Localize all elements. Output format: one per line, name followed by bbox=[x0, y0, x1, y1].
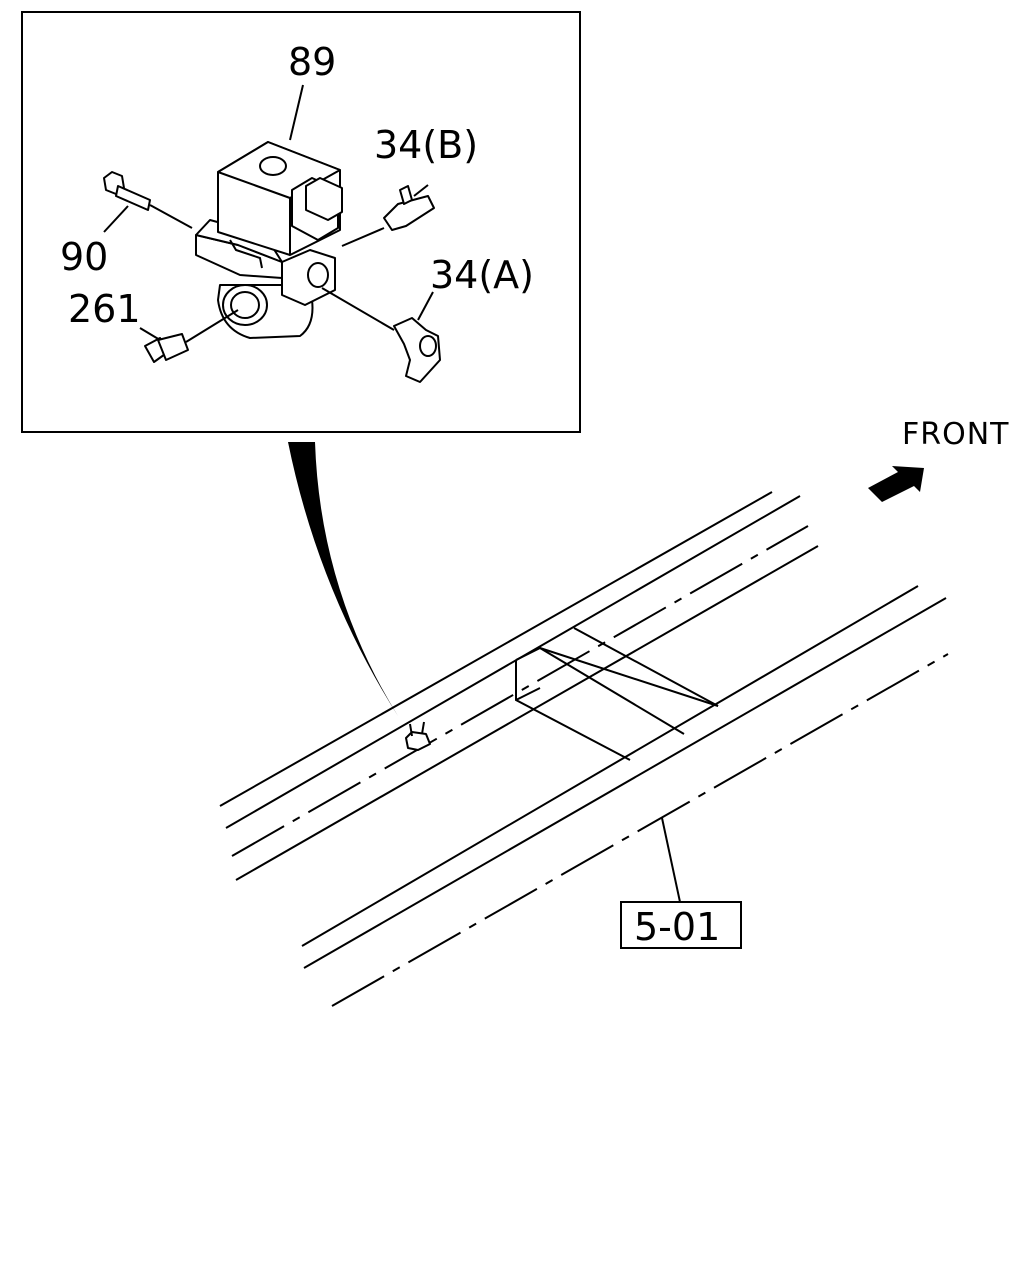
callout-90: 90 bbox=[60, 235, 108, 279]
callout-261: 261 bbox=[68, 287, 141, 331]
plug-part-261 bbox=[144, 309, 239, 363]
reference-box[interactable]: 5-01 bbox=[620, 901, 742, 949]
valve-assembly-drawing bbox=[195, 141, 343, 339]
front-label: FRONT bbox=[902, 417, 1009, 452]
bolt-part-90 bbox=[103, 171, 193, 229]
callout-34b: 34(B) bbox=[374, 123, 478, 167]
chassis-frame bbox=[219, 491, 949, 1007]
callout-89: 89 bbox=[288, 40, 336, 84]
fitting-part-34a bbox=[321, 287, 441, 383]
reference-label: 5-01 bbox=[634, 905, 720, 949]
detail-pointer bbox=[288, 442, 398, 716]
front-arrow-icon bbox=[868, 466, 924, 502]
callout-34a: 34(A) bbox=[430, 253, 534, 297]
fitting-part-34b bbox=[341, 185, 435, 247]
